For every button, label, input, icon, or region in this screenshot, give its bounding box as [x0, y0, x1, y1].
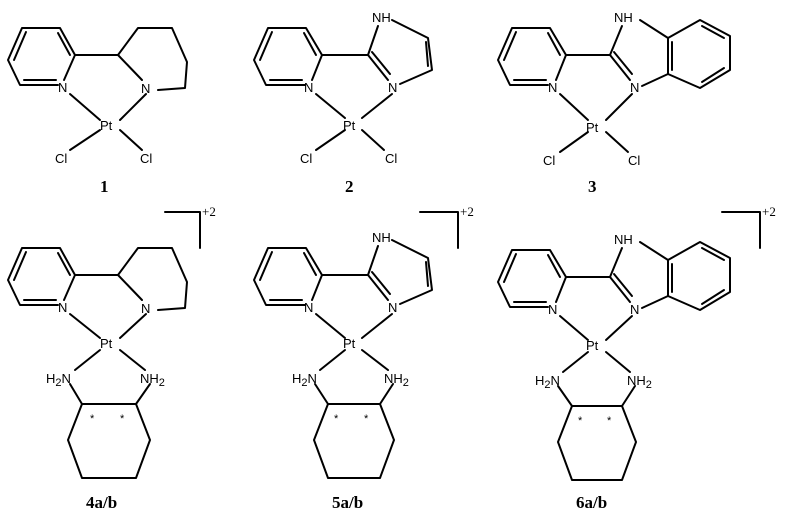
n-imidazole-3: N [630, 80, 639, 95]
n-pyridine-1: N [58, 80, 67, 95]
n-imidazole-5: N [388, 300, 397, 315]
compound-1: N N Pt Cl Cl 1 [7, 27, 188, 196]
n-imidazole-6: N [630, 302, 639, 317]
nh2-right-4: NH2 [140, 371, 165, 389]
nh2-right-6: NH2 [627, 373, 652, 391]
n-pyridine-5: N [304, 300, 313, 315]
cl-atom-1a: Cl [55, 151, 67, 166]
charge-6: +2 [762, 204, 776, 219]
cl-atom-2b: Cl [385, 151, 397, 166]
nh-imidazole-5: NH [372, 230, 391, 245]
nh-imidazole-3: NH [614, 10, 633, 25]
charge-5: +2 [460, 204, 474, 219]
pt-atom-6: Pt [586, 338, 599, 353]
compound-3: NH N N Pt Cl Cl 3 [497, 10, 731, 196]
n-pyrrolidine-1: N [141, 81, 150, 96]
n-imidazole-2: N [388, 80, 397, 95]
compound-6: +2 NH N N Pt H2N NH2 * * 6a/b [497, 204, 776, 512]
h2n-left-4: H2N [46, 371, 71, 389]
pt-atom-1: Pt [100, 118, 113, 133]
compound-label-5: 5a/b [332, 493, 363, 512]
nh2-right-5: NH2 [384, 371, 409, 389]
n-pyridine-4: N [58, 300, 67, 315]
compound-2: NH N N Pt Cl Cl 2 [253, 10, 433, 196]
n-pyridine-6: N [548, 302, 557, 317]
stereo-star-4b: * [120, 413, 125, 425]
stereo-star-4a: * [90, 413, 95, 425]
compound-5: +2 NH N N Pt H2N NH2 * * 5a/b [253, 204, 474, 512]
n-pyridine-2: N [304, 80, 313, 95]
cl-atom-3a: Cl [543, 153, 555, 168]
pt-atom-3: Pt [586, 120, 599, 135]
cl-atom-3b: Cl [628, 153, 640, 168]
stereo-star-6b: * [607, 415, 612, 427]
stereo-star-5b: * [364, 413, 369, 425]
n-pyridine-3: N [548, 80, 557, 95]
h2n-left-5: H2N [292, 371, 317, 389]
nh-imidazole-6: NH [614, 232, 633, 247]
compound-4: +2 N N Pt H2N NH2 * * 4a/b [7, 204, 216, 512]
cl-atom-1b: Cl [140, 151, 152, 166]
compound-label-1: 1 [100, 177, 109, 196]
pt-atom-2: Pt [343, 118, 356, 133]
n-pyrrolidine-4: N [141, 301, 150, 316]
compound-label-4: 4a/b [86, 493, 117, 512]
nh-imidazole-2: NH [372, 10, 391, 25]
stereo-star-5a: * [334, 413, 339, 425]
pt-atom-5: Pt [343, 336, 356, 351]
compound-label-2: 2 [345, 177, 354, 196]
pt-atom-4: Pt [100, 336, 113, 351]
compound-label-3: 3 [588, 177, 597, 196]
charge-4: +2 [202, 204, 216, 219]
compound-label-6: 6a/b [576, 493, 607, 512]
cl-atom-2a: Cl [300, 151, 312, 166]
stereo-star-6a: * [578, 415, 583, 427]
h2n-left-6: H2N [535, 373, 560, 391]
